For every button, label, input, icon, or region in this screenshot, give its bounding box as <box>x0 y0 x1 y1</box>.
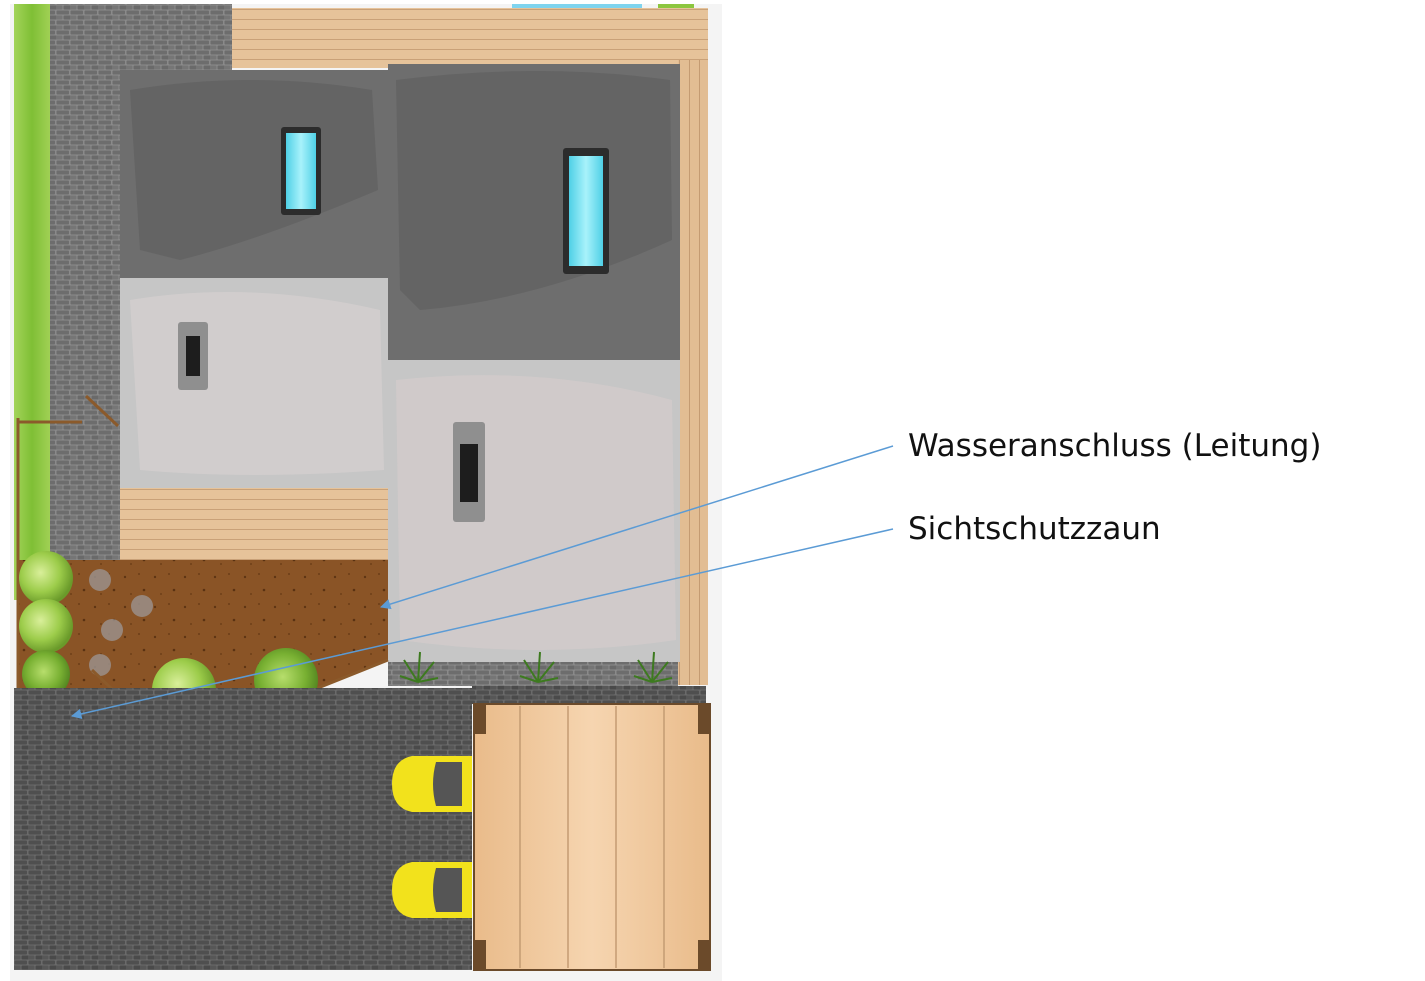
deck-right <box>678 60 708 685</box>
stepping-stone-icon <box>89 569 111 591</box>
roof-light-shading <box>396 375 676 650</box>
privacy-fence-label: Sichtschutzzaun <box>908 511 1161 547</box>
driveway-paving-top <box>472 686 706 704</box>
deck-bottom-left <box>120 488 390 560</box>
shrub-icon <box>22 650 70 698</box>
roof-hatch-inner <box>186 336 200 376</box>
shrub-icon <box>19 551 73 605</box>
plant-icon <box>633 651 673 683</box>
plant-icon <box>519 651 559 683</box>
deck-top <box>232 8 708 68</box>
roof-hatch-inner <box>460 444 478 502</box>
car-icon <box>392 756 472 812</box>
house-right <box>388 64 680 662</box>
carport-roof <box>473 703 711 971</box>
stepping-stone-icon <box>131 595 153 617</box>
lawn-strip <box>14 4 50 600</box>
water-connection-label: Wasseranschluss (Leitung) <box>908 428 1322 464</box>
top-path-paving <box>50 4 232 70</box>
side-path-paving <box>50 4 120 560</box>
skylight-glass <box>569 156 603 266</box>
house-left <box>120 70 388 488</box>
stepping-stone-icon <box>89 654 111 676</box>
car-icon <box>392 862 472 918</box>
water-connection-callout-line <box>379 445 894 610</box>
driveway-paving <box>14 688 472 970</box>
privacy-fence-callout-line <box>70 528 894 720</box>
skylight-glass <box>286 133 316 209</box>
plant-icon <box>399 651 439 683</box>
stepping-stone-icon <box>101 619 123 641</box>
shrub-icon <box>19 599 73 653</box>
roof-light-shading <box>130 292 384 475</box>
